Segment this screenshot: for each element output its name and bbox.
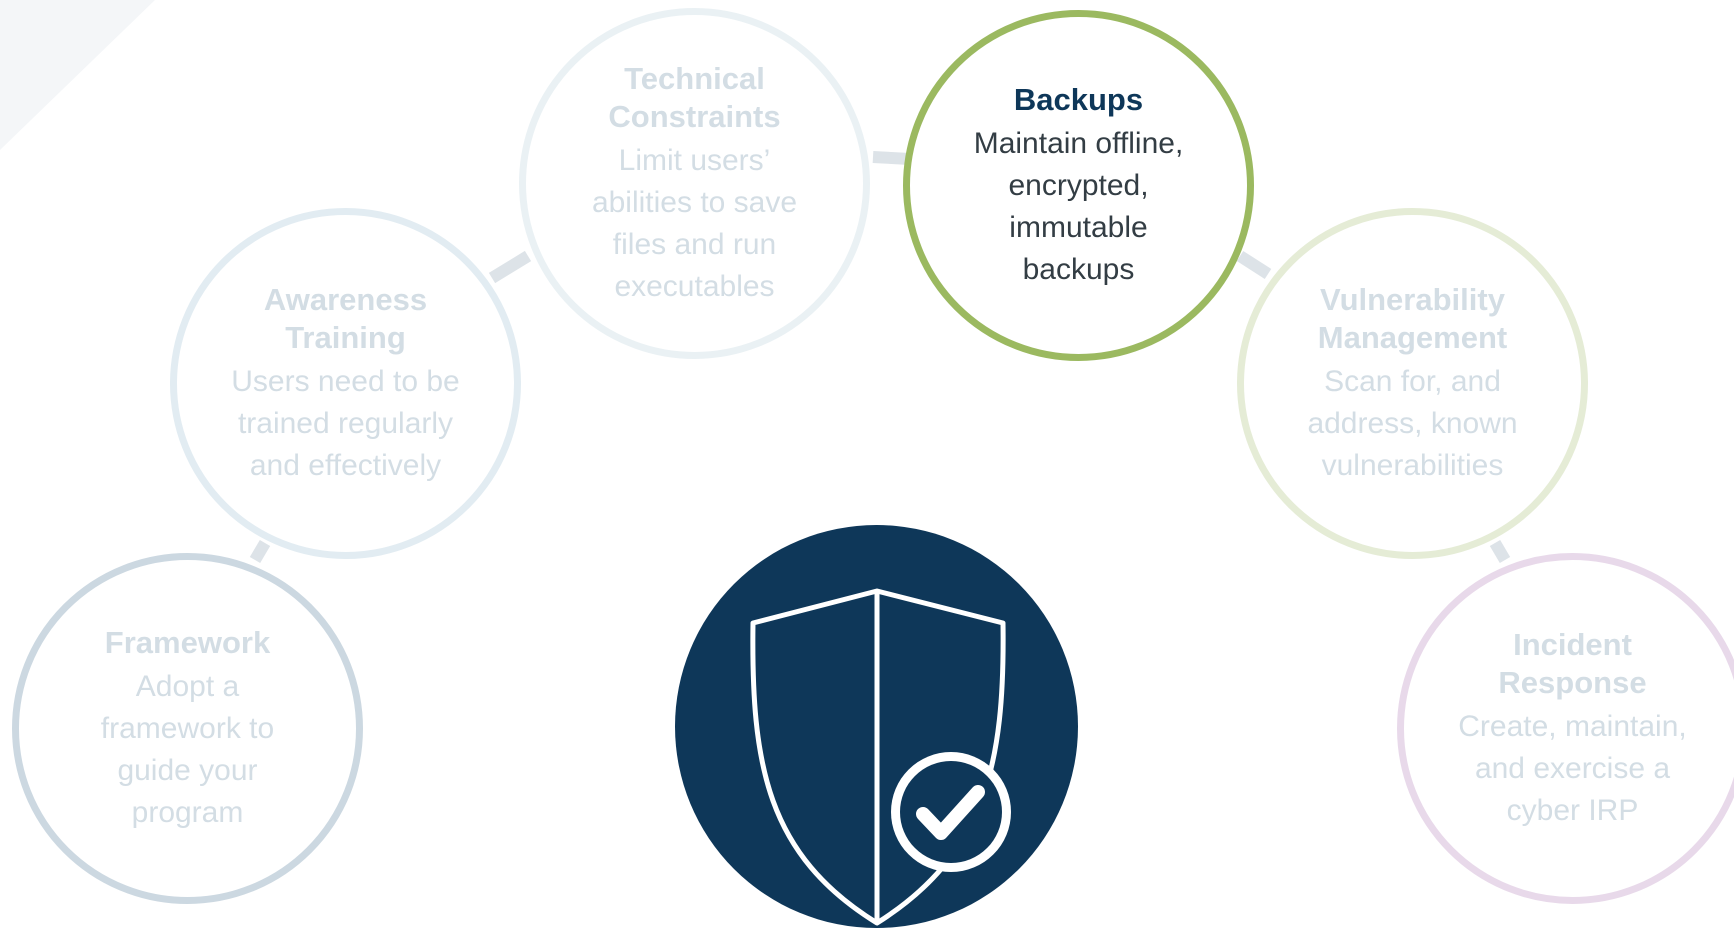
node-backups-desc: Maintain offline, encrypted, immutable b… [973,126,1184,286]
center-badge [675,525,1078,928]
node-incident-desc: Create, maintain, and exercise a cyber I… [1458,709,1687,827]
node-awareness-title: Awareness Training [263,281,428,355]
connector-backups-vulnerability [1236,250,1272,280]
node-vulnerability-management: Vulnerability Management Scan for, and a… [1237,208,1588,559]
node-backups-title: Backups [1013,81,1144,117]
node-framework: Framework Adopt a framework to guide you… [12,553,363,904]
shield-check-icon [750,588,1011,926]
node-technical-constraints: Technical Constraints Limit users’ abili… [519,8,870,359]
node-vulnerability-title: Vulnerability Management [1317,281,1508,355]
node-awareness-training: Awareness Training Users need to be trai… [170,208,521,559]
node-technical-title: Technical Constraints [608,60,781,134]
connector-awareness-technical [488,250,532,284]
node-awareness-desc: Users need to be trained regularly and e… [231,364,460,482]
node-framework-desc: Adopt a framework to guide your program [100,669,275,829]
connector-framework-awareness [249,539,271,564]
connector-technical-backups [872,151,911,165]
node-framework-title: Framework [104,624,271,660]
node-vulnerability-desc: Scan for, and address, known vulnerabili… [1307,364,1518,482]
node-technical-desc: Limit users’ abilities to save files and… [591,143,798,303]
node-incident-response: Incident Response Create, maintain, and … [1397,553,1734,904]
node-incident-title: Incident Response [1498,626,1647,700]
connector-vulnerability-incident [1489,539,1511,564]
node-backups: Backups Maintain offline, encrypted, imm… [903,10,1254,361]
